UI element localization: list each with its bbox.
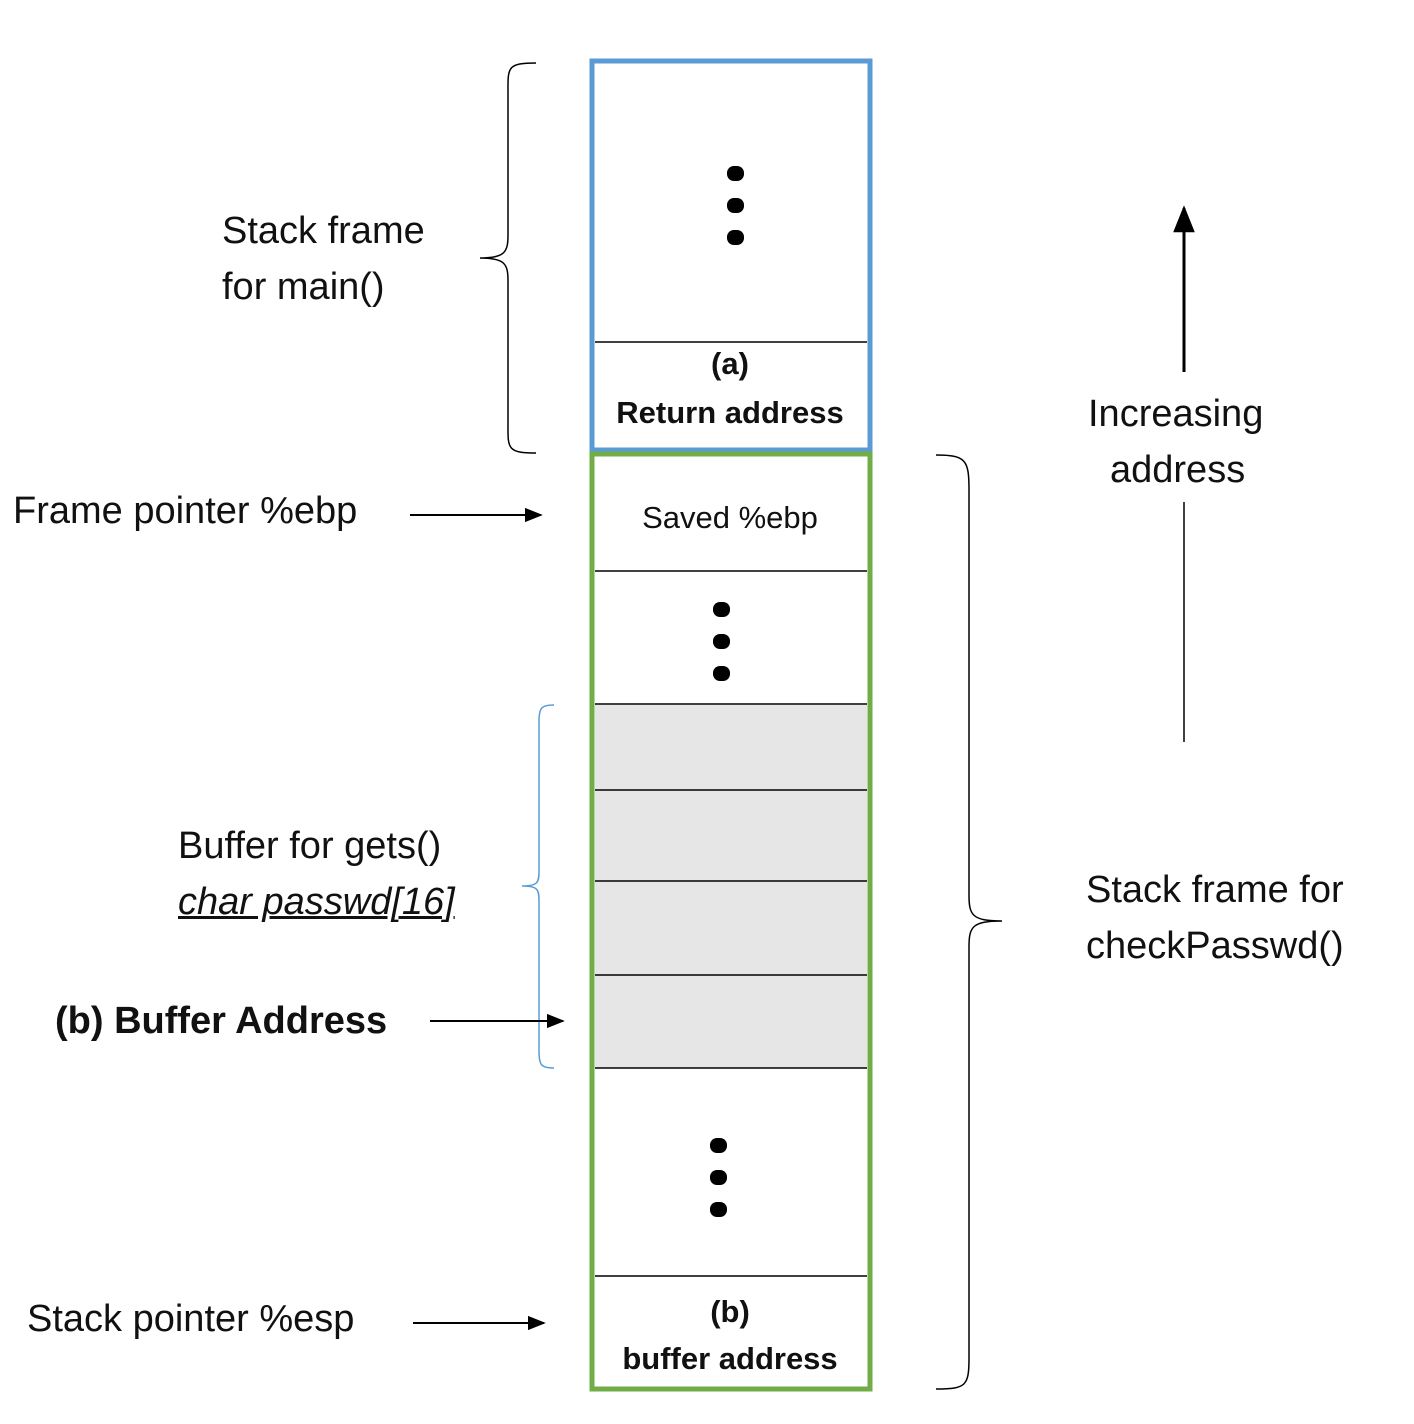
frame-pointer-label: Frame pointer %ebp	[13, 490, 358, 532]
buffer-brace	[521, 704, 555, 1069]
check-frame-label-line1: Stack frame for	[1086, 869, 1344, 911]
return-cell-label: Return address	[616, 395, 844, 430]
buffer-slot	[595, 705, 867, 790]
check-frame-label-line2: checkPasswd()	[1086, 925, 1344, 967]
increasing-address-line2: address	[1110, 449, 1246, 491]
check-frame-box	[589, 451, 873, 1392]
check-frame-brace	[935, 454, 1003, 1390]
buffer-slot	[595, 975, 867, 1068]
cell-dividers	[595, 341, 867, 1277]
increasing-address-line1: Increasing	[1088, 393, 1264, 435]
main-frame-label-line1: Stack frame	[222, 210, 425, 252]
main-frame-box	[589, 58, 873, 453]
bottom-cell-label: buffer address	[622, 1341, 838, 1376]
check-frame-upper-ellipsis	[713, 602, 733, 698]
buffer-label-line2: char passwd[16]	[178, 881, 455, 923]
main-frame-label-line2: for main()	[222, 266, 385, 308]
buffer-label-line1: Buffer for gets()	[178, 825, 442, 867]
main-frame-brace	[479, 62, 537, 454]
buffer-slots	[595, 705, 867, 1068]
buffer-slot	[595, 881, 867, 975]
return-cell-tag: (a)	[711, 346, 749, 381]
stack-pointer-label: Stack pointer %esp	[27, 1298, 355, 1340]
buffer-address-label: (b) Buffer Address	[55, 1000, 388, 1042]
saved-ebp-cell: Saved %ebp	[642, 500, 818, 535]
buffer-slot	[595, 790, 867, 881]
main-frame-ellipsis	[727, 166, 747, 262]
bottom-cell-tag: (b)	[710, 1294, 750, 1329]
check-frame-lower-ellipsis	[710, 1138, 730, 1234]
